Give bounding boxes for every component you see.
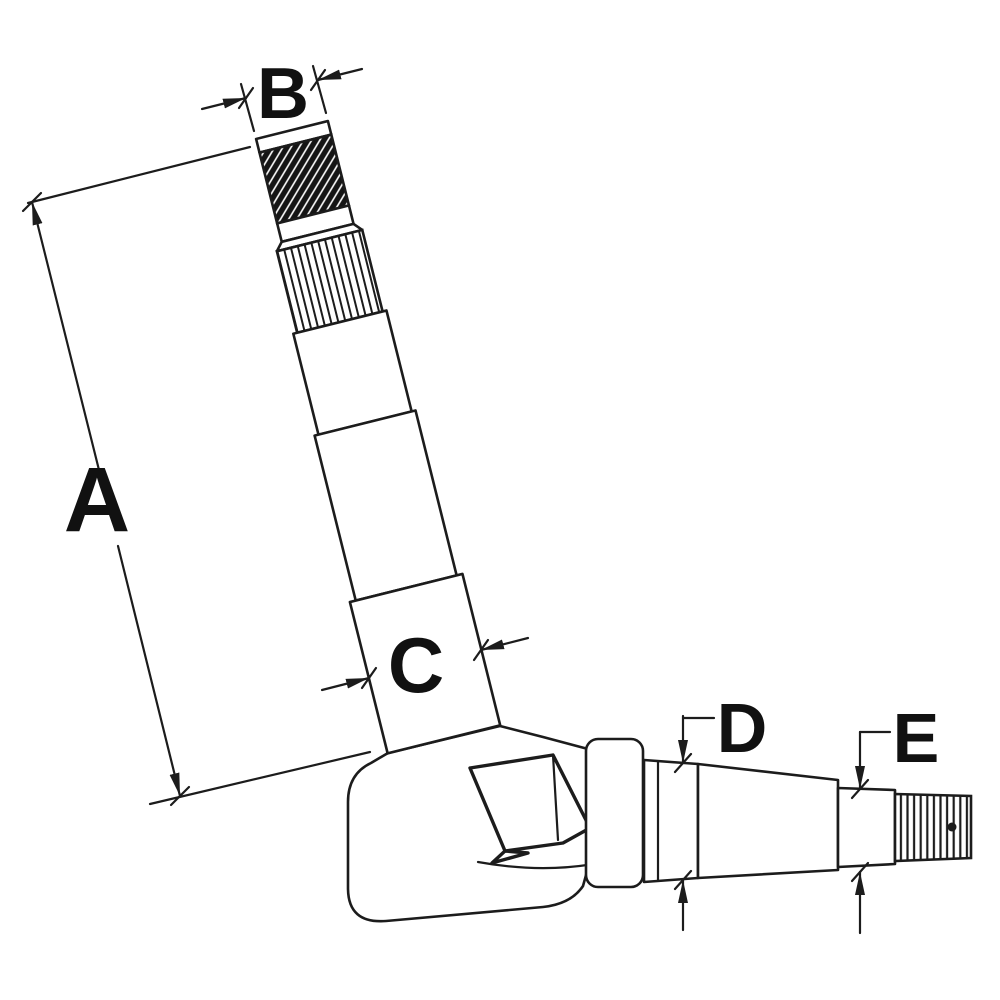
dim-c-arrow-right	[479, 636, 530, 652]
dim-label-d: D	[717, 689, 768, 767]
wheel-flange	[584, 737, 645, 889]
dim-label-c: C	[388, 621, 444, 709]
dim-c-tick-right	[472, 638, 490, 662]
dim-c-arrow-left	[320, 676, 371, 692]
spindle-step-section	[836, 786, 897, 869]
dim-b-extension-right	[311, 64, 328, 115]
spindle-threaded-end	[893, 792, 973, 863]
dim-e-tick-bottom	[850, 861, 870, 883]
dim-e-tick-top	[850, 778, 870, 800]
dim-b-arrow-right	[316, 67, 364, 82]
dim-b-arrow-left	[200, 96, 248, 111]
dim-a-tick-bottom	[169, 785, 191, 807]
dimension-b: B	[200, 54, 364, 134]
dim-a-tick-top	[21, 191, 43, 213]
dim-label-b: B	[257, 54, 309, 134]
cotter-pin-hole	[947, 822, 957, 832]
steering-arm-wedge	[468, 753, 592, 853]
dim-a-extension-bottom	[148, 750, 372, 806]
dim-a-arrow-bottom	[116, 544, 182, 798]
shaft-section-2	[313, 409, 458, 602]
dim-b-tick-left	[237, 86, 255, 110]
steering-arm-crease	[551, 753, 560, 842]
steering-arm-tip	[490, 849, 530, 865]
dim-b-extension-left	[239, 82, 256, 133]
upper-shaft-group	[254, 119, 502, 755]
dim-label-e: E	[893, 699, 940, 777]
spindle-taper-section	[696, 762, 840, 880]
dim-label-a: A	[64, 449, 130, 551]
dimension-c: C	[320, 621, 530, 709]
dim-d-tick-top	[673, 752, 693, 774]
dimension-e: E	[850, 699, 940, 935]
dim-a-arrow-top	[30, 200, 101, 472]
spindle-hub-section	[642, 758, 700, 884]
dimension-a: A	[21, 145, 372, 807]
dim-c-tick-left	[360, 666, 378, 690]
dim-d-tick-bottom	[673, 869, 693, 891]
dim-a-extension-top	[26, 145, 252, 205]
dimension-d: D	[673, 689, 768, 932]
dim-b-tick-right	[309, 68, 327, 92]
